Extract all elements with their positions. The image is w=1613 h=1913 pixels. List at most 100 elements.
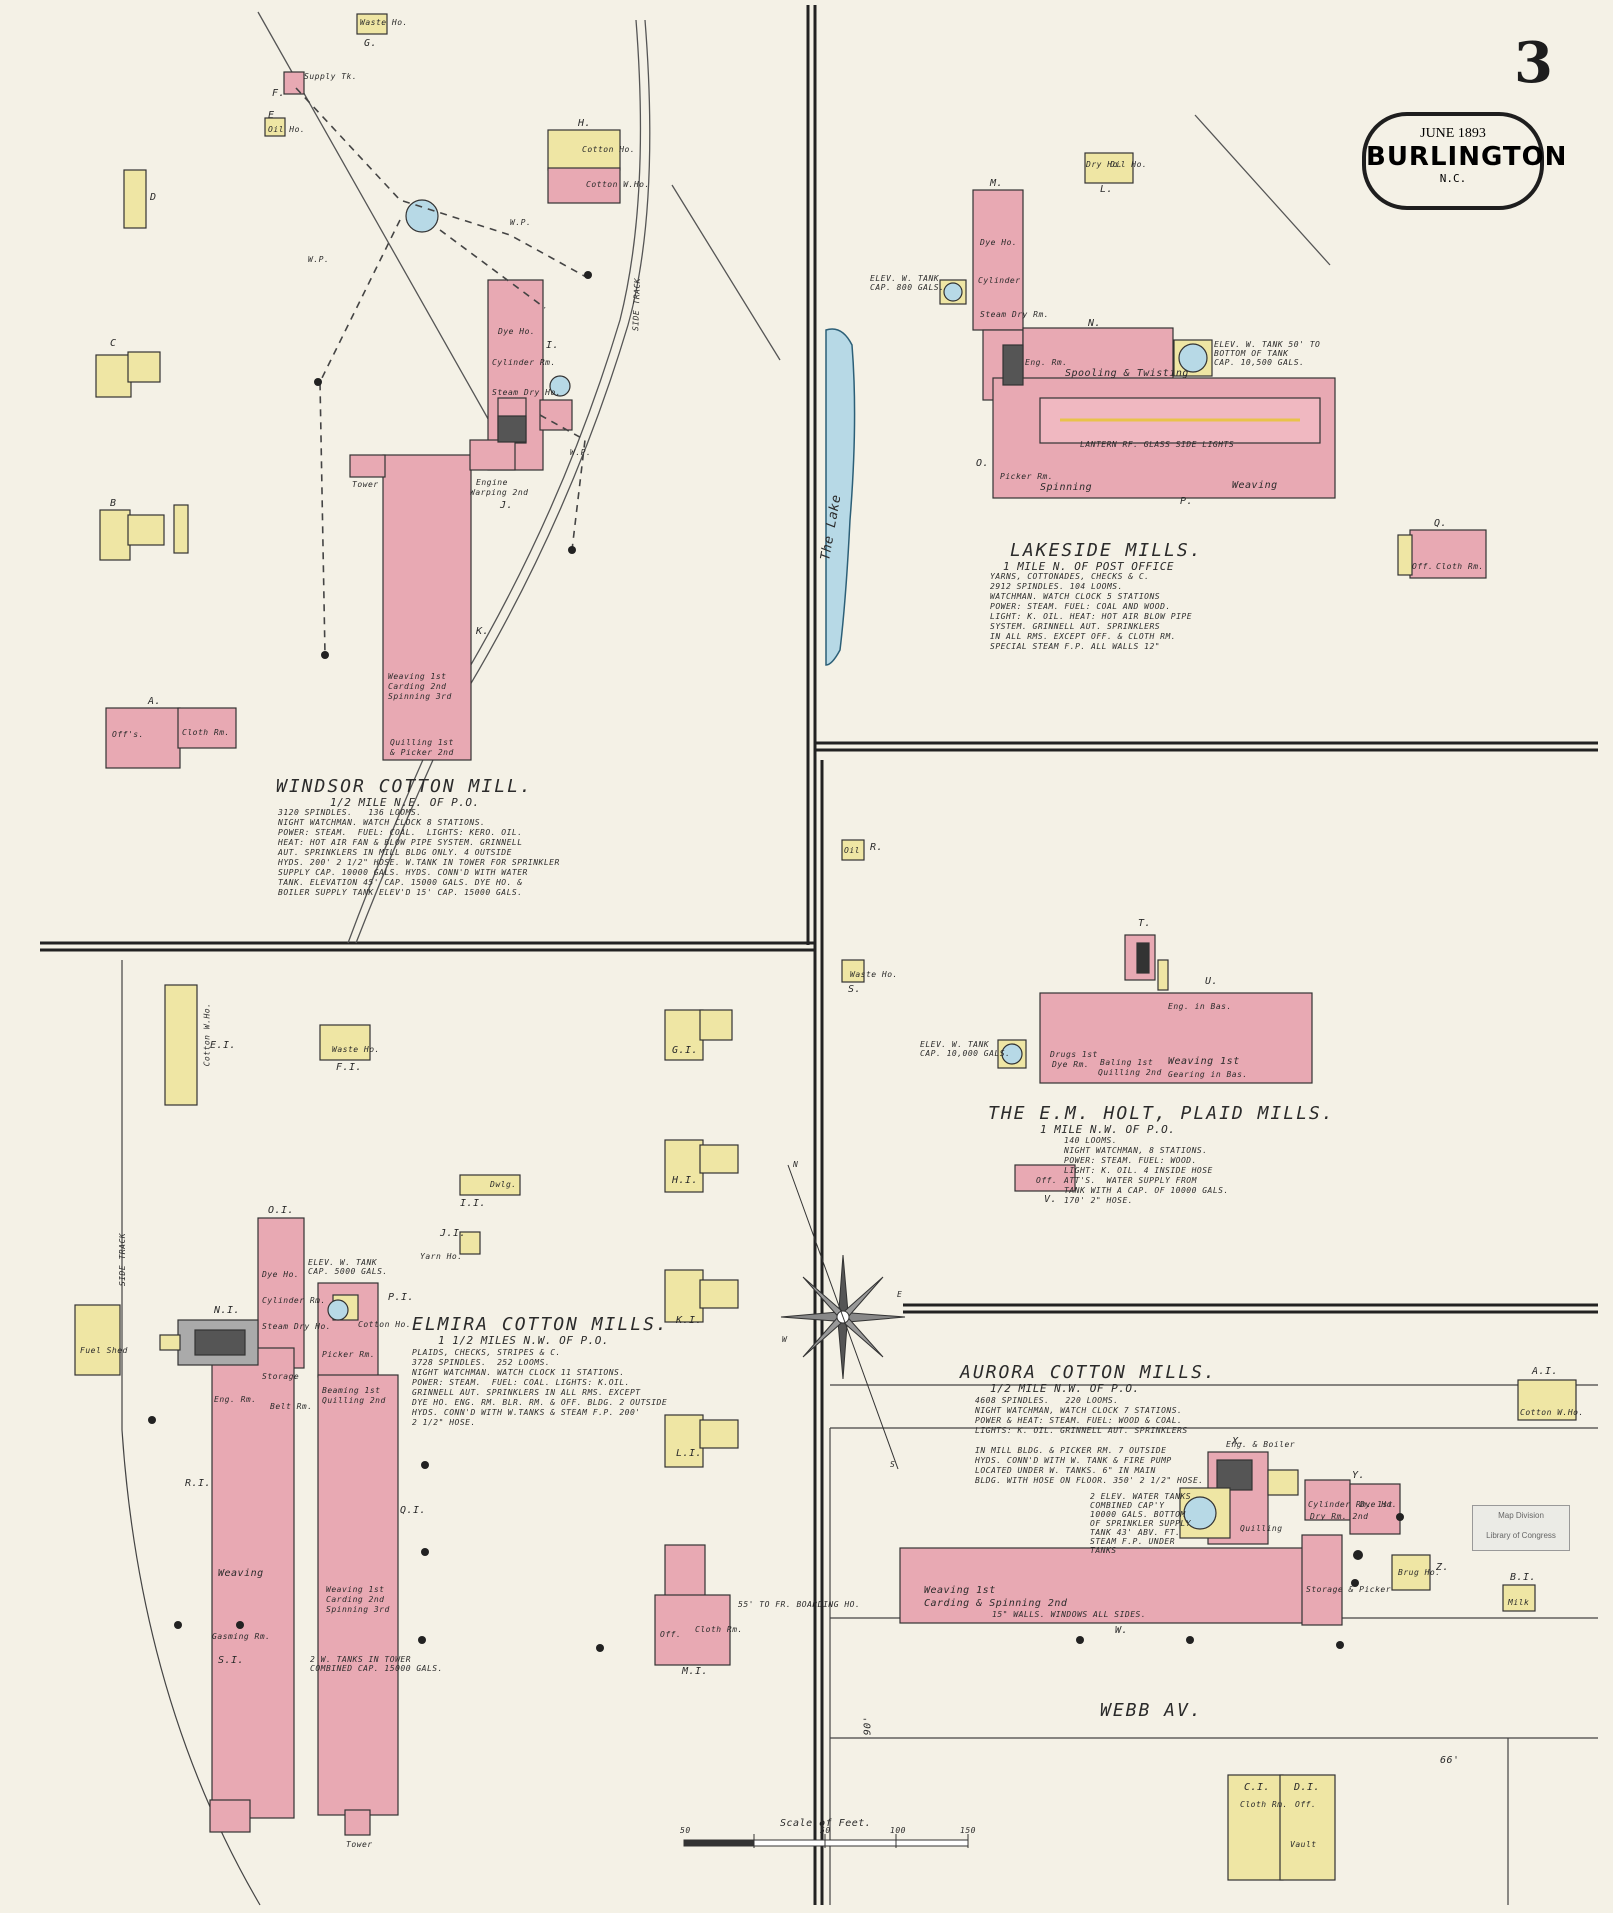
aurora-off: Off.	[1295, 1800, 1317, 1809]
windsor-letter-d: D	[150, 192, 157, 203]
windsor-weaving: Weaving 1st	[388, 672, 447, 681]
elmira-yarn: Yarn Ho.	[420, 1252, 463, 1261]
compass-n: N	[793, 1160, 799, 1169]
elmira-office	[654, 1594, 731, 1666]
windsor-letter-e: E	[268, 110, 275, 121]
elmira-fuel-shed	[74, 1304, 121, 1376]
elmira-letter-s1: S.I.	[218, 1655, 245, 1666]
aurora-dyeho: Dye Ho.	[1360, 1500, 1398, 1509]
elmira-storage: Storage	[262, 1372, 300, 1381]
elmira-steam: Steam Dry Ho.	[262, 1322, 332, 1331]
lakeside-weaving: Weaving	[1232, 480, 1278, 491]
aurora-vault: Vault	[1290, 1840, 1317, 1849]
elmira-letter-g1: G.I.	[672, 1045, 699, 1056]
street-width-left: 90'	[862, 1715, 874, 1736]
elmira-eng: Eng. Rm.	[214, 1395, 257, 1404]
windsor-cloth: Cloth Rm.	[182, 728, 230, 737]
elmira-off: Off.	[660, 1630, 682, 1639]
windsor-offs: Off's.	[112, 730, 144, 739]
elmira-letter-k1: K.I.	[676, 1315, 703, 1326]
aurora-letter-a1: A.I.	[1532, 1366, 1559, 1377]
holt-subtitle: 1 MILE N.W. OF P.O.	[1040, 1123, 1176, 1136]
holt-gearing: Gearing in Bas.	[1168, 1070, 1248, 1079]
windsor-cottonw: Cotton Ho.	[582, 145, 636, 154]
elmira-picker: Picker Rm.	[322, 1350, 376, 1359]
holt-letter-u: U.	[1205, 976, 1219, 987]
holt-off: Off.	[1036, 1176, 1058, 1185]
windsor-letter-f: F.	[272, 88, 286, 99]
windsor-cotton: Cotton W.Ho.	[586, 180, 650, 189]
aurora-tanks: 2 ELEV. WATER TANKS COMBINED CAP'Y 10000…	[1090, 1492, 1192, 1555]
elmira-weaving: Weaving	[218, 1568, 264, 1579]
aurora-brug: Brug Ho.	[1398, 1568, 1441, 1577]
windsor-waste: Waste Ho.	[360, 18, 408, 27]
elmira-buildings	[74, 984, 739, 1836]
scale-title: Scale of Feet.	[780, 1818, 872, 1829]
scale-bar	[683, 1834, 969, 1848]
elmira-letter-l1: L.I.	[676, 1448, 703, 1459]
lakeside-oilho: Oil Ho.	[1110, 160, 1148, 169]
elmira-letter-p1: P.I.	[388, 1292, 415, 1303]
lakeside-buildings	[939, 152, 1487, 579]
aurora-letter-w: W.	[1115, 1625, 1129, 1636]
lakeside-dyeho: Dye Ho.	[980, 238, 1018, 247]
lakeside-tank-2: ELEV. W. TANK 50' TO BOTTOM OF TANK CAP.…	[1214, 340, 1321, 367]
elmira-cotton: Cotton Ho.	[358, 1320, 412, 1329]
aurora-quilling: Quilling	[1240, 1524, 1283, 1533]
elmira-fuel: Fuel Shed	[80, 1346, 128, 1355]
elmira-weaving-2: Weaving 1st	[326, 1585, 385, 1594]
holt-buildings	[841, 839, 1313, 1192]
elmira-cylinder: Cylinder Rm.	[262, 1296, 326, 1305]
compass-rose	[780, 1164, 906, 1470]
lakeside-title: LAKESIDE MILLS.	[1010, 540, 1203, 561]
lakeside-off: Off.	[1412, 562, 1434, 571]
elmira-subtitle: 1 1/2 MILES N.W. OF P.O.	[438, 1334, 609, 1347]
elmira-spinning	[317, 1374, 399, 1816]
lakeside-tank-1: ELEV. W. TANK CAP. 800 GALS.	[870, 274, 945, 292]
windsor-letter-a: A.	[148, 696, 162, 707]
windsor-letter-b: B	[110, 498, 117, 509]
aurora-letter-y: Y.	[1352, 1470, 1366, 1481]
windsor-hydrants	[314, 271, 592, 659]
windsor-wp-1: W.P.	[308, 255, 330, 264]
windsor-title: WINDSOR COTTON MILL.	[276, 776, 533, 797]
windsor-main-mill	[382, 454, 472, 761]
windsor-quilling: Quilling 1st	[390, 738, 454, 747]
windsor-cotton-house	[547, 129, 621, 171]
elmira-hydrants	[148, 1416, 604, 1652]
scale-tick-3: 100	[890, 1826, 906, 1835]
windsor-office	[105, 707, 181, 769]
lakeside-engine: Eng. Rm.	[1025, 358, 1068, 367]
stamp-line-1: Map Division	[1498, 1511, 1544, 1520]
aurora-hydrants	[1076, 1513, 1404, 1649]
aurora-main-mill	[899, 1547, 1306, 1624]
aurora-title: AURORA COTTON MILLS.	[960, 1362, 1217, 1383]
windsor-wp-3: W.P.	[570, 448, 592, 457]
elmira-beaming: Beaming 1st	[322, 1386, 381, 1395]
library-stamp: Map Division Library of Congress	[1472, 1505, 1570, 1551]
map-date: JUNE 1893	[1420, 126, 1486, 141]
holt-eng: Eng. in Bas.	[1168, 1002, 1232, 1011]
aurora-cottonw: Cotton W.Ho.	[1520, 1408, 1584, 1417]
elmira-dwlg: Dwlg.	[490, 1180, 517, 1189]
aurora-dry: Dry Rm. 2nd	[1310, 1512, 1369, 1521]
holt-oil: Oil	[844, 846, 860, 855]
aurora-milk: Milk	[1508, 1598, 1530, 1607]
section-dividers	[40, 5, 1598, 1905]
aurora-walls: 15" WALLS. WINDOWS ALL SIDES.	[992, 1610, 1147, 1619]
side-track-label-2: SIDE TRACK	[118, 1232, 128, 1287]
windsor-spinning: Spinning 3rd	[388, 692, 452, 701]
lakeside-north-wing	[972, 189, 1024, 331]
lakeside-cylinder: Cylinder	[978, 276, 1021, 285]
compass-e: E	[897, 1290, 903, 1299]
holt-waste: Waste Ho.	[850, 970, 898, 979]
windsor-dyeho: Dye Ho.	[498, 327, 536, 336]
lakeside-spooling: Spooling & Twisting	[1065, 368, 1189, 379]
scale-tick-4: 150	[960, 1826, 976, 1835]
side-track-label: SIDE TRACK	[631, 277, 643, 332]
aurora-notes: 4608 SPINDLES. 220 LOOMS. NIGHT WATCHMAN…	[975, 1396, 1204, 1485]
aurora-letter-b1: B.I.	[1510, 1572, 1537, 1583]
elmira-dyeho: Dye Ho.	[262, 1270, 300, 1279]
elmira-boarding: 55' TO FR. BOARDING HO.	[738, 1600, 861, 1609]
